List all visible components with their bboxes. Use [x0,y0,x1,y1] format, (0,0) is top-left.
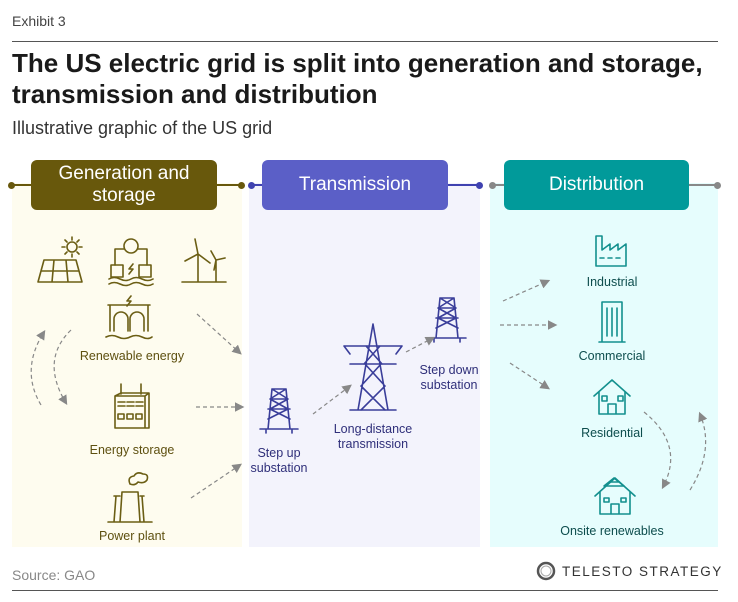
residential-label: Residential [581,426,643,440]
arrow [312,384,352,415]
hydro-dam-icon [105,295,153,340]
subtitle: Illustrative graphic of the US grid [12,118,273,138]
arrow [509,362,551,390]
solar-panel-icon [37,236,83,283]
arrow [502,279,551,302]
solar-house-icon [594,477,636,515]
office-building-icon [598,301,626,343]
power-plant-icon [107,472,153,523]
step-up-substation-label: Step up substation [250,446,308,475]
step-up-substation-icon [259,388,299,434]
exhibit-label: Exhibit 3 [12,13,66,29]
connector-dot [476,181,483,189]
connector-dot [8,181,15,189]
logo-text: TELESTO STRATEGY [562,563,723,579]
step-down-substation-label: Step down substation [419,363,479,392]
transmission-header: Transmission [262,160,448,210]
connector-dot [714,181,721,189]
source-note: Source: GAO [12,567,96,583]
connector-dot [238,181,245,189]
factory-icon [595,235,627,267]
long-distance-transmission-label: Long-distance transmission [333,422,413,451]
arrow [190,463,242,499]
transmission-panel [249,183,480,547]
connector-dot [248,181,255,189]
energy-storage-label: Energy storage [89,443,175,457]
renewable-energy-label: Renewable energy [79,349,185,363]
distribution-header: Distribution [504,160,689,210]
arrow [405,336,436,353]
battery-storage-icon [114,383,150,429]
commercial-label: Commercial [578,349,646,363]
onsite-renewables-label: Onsite renewables [560,524,664,538]
arrow [689,411,708,491]
hydro-storage-icon [108,238,154,287]
arrow [30,329,46,406]
generation-header: Generation and storage [31,160,217,210]
transmission-tower-icon [343,323,403,411]
bottom-divider [12,590,718,591]
logo-ring-icon [536,561,556,581]
house-icon [593,379,631,415]
power-plant-label: Power plant [98,529,165,543]
generation-panel [12,183,242,547]
arrow [643,411,672,490]
arrow [53,329,72,406]
connector-dot [489,181,496,189]
telesto-logo: TELESTO STRATEGY [536,561,723,581]
page-title: The US electric grid is split into gener… [12,48,703,109]
arrow [196,313,242,355]
top-divider [12,41,718,42]
wind-turbine-icon [181,238,227,283]
industrial-label: Industrial [586,275,638,289]
